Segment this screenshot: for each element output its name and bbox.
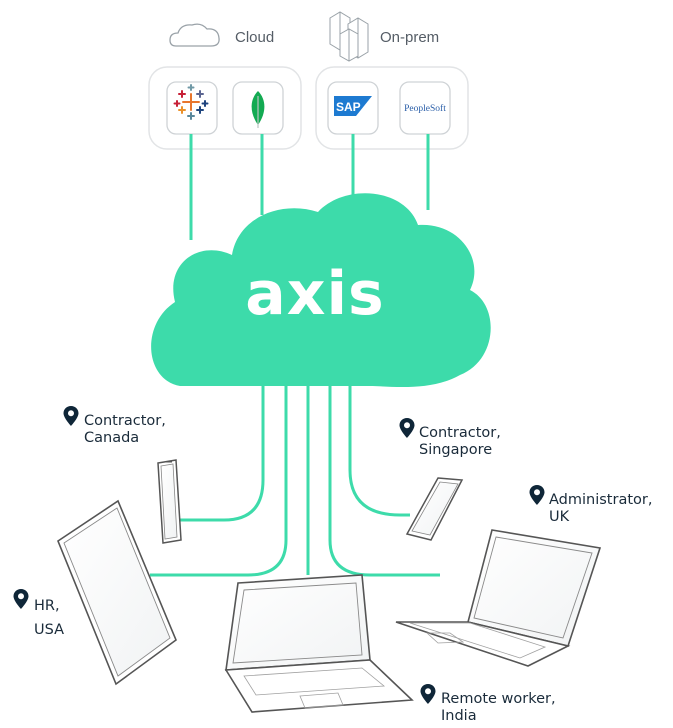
location-label-administrator-uk: Administrator, UK (549, 492, 653, 525)
sap-logo-text: SAP (336, 100, 361, 114)
sap-tile: SAP (327, 81, 379, 135)
onprem-label: On-prem (380, 29, 440, 46)
laptop-device (395, 529, 602, 667)
tableau-icon (173, 84, 209, 120)
peoplesoft-logo-text: PeopleSoft (404, 103, 446, 114)
axis-brand-text: axis (245, 259, 384, 329)
location-pin-icon (13, 589, 29, 609)
cloud-label: Cloud (235, 29, 275, 46)
axis-cloud: axis (151, 193, 491, 388)
tableau-tile (166, 81, 218, 135)
phone-device (405, 477, 464, 541)
location-pin-icon (63, 406, 79, 426)
mongodb-tile (232, 81, 284, 135)
location-label-remote-worker-india: Remote worker, India (441, 691, 556, 724)
location-pin-icon (420, 684, 436, 704)
device-connectors (150, 380, 440, 577)
location-pin-icon (399, 418, 415, 438)
phone-device (157, 459, 182, 544)
location-label-contractor-singapore: Contractor, Singapore (419, 425, 501, 458)
tablet-device (57, 499, 177, 686)
location-pin-icon (529, 485, 545, 505)
building-icon (329, 11, 369, 62)
app-connectors (189, 134, 430, 240)
location-label-hr-usa: HR, USA (34, 598, 65, 638)
peoplesoft-tile: PeopleSoft (399, 81, 451, 135)
laptop-device (224, 574, 414, 713)
location-label-contractor-canada: Contractor, Canada (84, 413, 166, 446)
cloud-outline-icon (169, 23, 220, 47)
